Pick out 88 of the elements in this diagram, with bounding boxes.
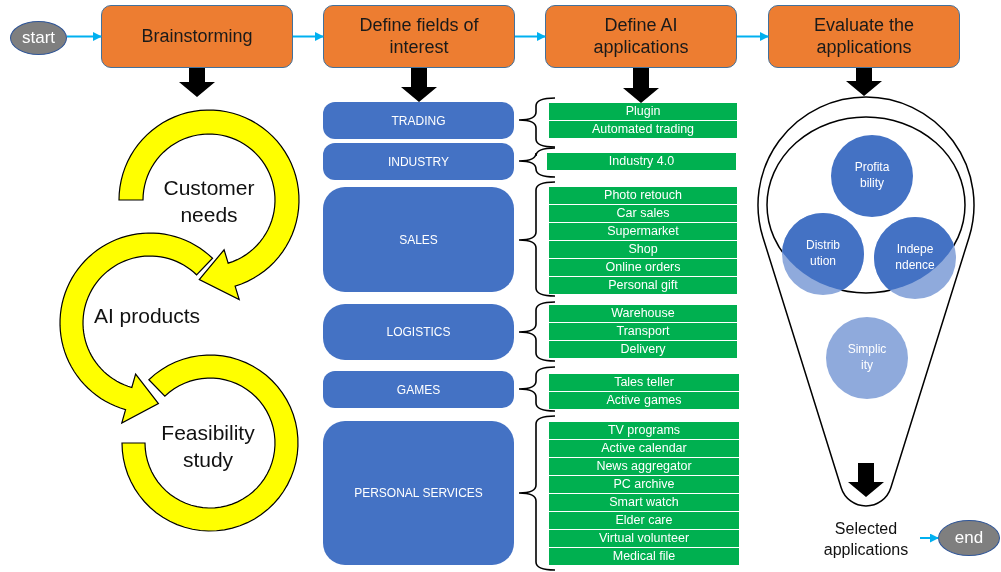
application-bar [549,205,737,222]
cycle-stage-label: Feasibility study [160,419,256,473]
curved-arrow [59,232,214,425]
application-label: Elder care [615,512,673,529]
application-label: Photo retouch [604,187,682,204]
application-label: Personal gift [608,277,678,294]
application-bar [549,187,737,204]
application-bar [549,458,739,475]
arrow [514,32,546,41]
application-bar [549,422,739,439]
field-label: LOGISTICS [386,325,451,339]
cycle-stage-label: AI products [93,303,201,330]
application-label: Transport [616,323,670,340]
application-label: Virtual volunteer [598,530,690,547]
step-label: Define fields of interest [358,14,480,59]
field-box [323,371,514,408]
application-label: Smart watch [609,494,679,511]
field-box [323,421,514,565]
field-label: SALES [399,232,438,247]
cycle-stage-label: Customer needs [162,174,256,228]
result-label: Selected applications [822,519,910,560]
block-arrow [401,68,437,102]
application-bar [549,277,737,294]
terminal-label: end [954,528,984,548]
field-box [323,143,514,180]
process-box [101,5,293,68]
criterion-label: Independence [895,242,935,274]
application-bar [549,121,737,138]
field-label: GAMES [396,382,441,397]
application-bar [549,323,737,340]
application-label: Delivery [620,341,666,358]
application-bar [547,153,736,170]
field-label: INDUSTRY [387,154,450,169]
application-bar [549,548,739,565]
application-label: Warehouse [611,305,675,322]
application-bar [549,512,739,529]
application-label: Supermarket [607,223,679,240]
field-label: PERSONAL SERVICES [354,486,483,500]
application-label: Automated trading [591,121,695,138]
application-label: News aggregator [596,458,692,475]
application-label: Car sales [616,205,670,222]
field-box [323,304,514,360]
application-bar [549,530,739,547]
block-arrow [623,68,659,103]
application-label: Active games [606,392,682,409]
process-box [323,5,515,68]
application-bar [549,259,737,276]
application-bar [549,392,739,409]
application-label: Industry 4.0 [608,153,675,170]
curved-arrow [118,109,300,301]
application-bar [549,305,737,322]
process-box [545,5,737,68]
application-bar [549,103,737,120]
application-label: TV programs [607,422,681,439]
field-box [323,102,514,139]
terminal-oval [938,520,1000,556]
field-label: TRADING [391,113,446,128]
application-label: Online orders [605,259,681,276]
block-arrow [179,68,215,97]
arrow [736,32,769,41]
application-label: Active calendar [601,440,687,457]
criterion-label: Simplicity [847,342,887,374]
application-label: Shop [628,241,658,258]
application-label: Plugin [625,103,661,120]
arrow [66,32,102,41]
block-arrow [848,463,884,497]
application-label: PC archive [613,476,675,493]
application-label: Tales teller [614,374,674,391]
field-box [323,187,514,292]
arrow [919,533,939,543]
criterion-label: Profitability [853,160,891,192]
application-bar [549,223,737,240]
block-arrow [846,68,882,96]
terminal-label: start [21,28,56,48]
step-label: Brainstorming [141,25,253,48]
application-bar [549,494,739,511]
step-label: Evaluate the applications [812,14,916,59]
application-bar [549,440,739,457]
criterion-label: Distribution [805,238,841,270]
application-bar [549,241,737,258]
step-label: Define AI applications [592,14,690,59]
application-bar [549,374,739,391]
arrow [292,32,324,41]
application-label: Medical file [612,548,676,565]
terminal-oval [10,21,67,55]
process-box [768,5,960,68]
application-bar [549,476,739,493]
application-bar [549,341,737,358]
